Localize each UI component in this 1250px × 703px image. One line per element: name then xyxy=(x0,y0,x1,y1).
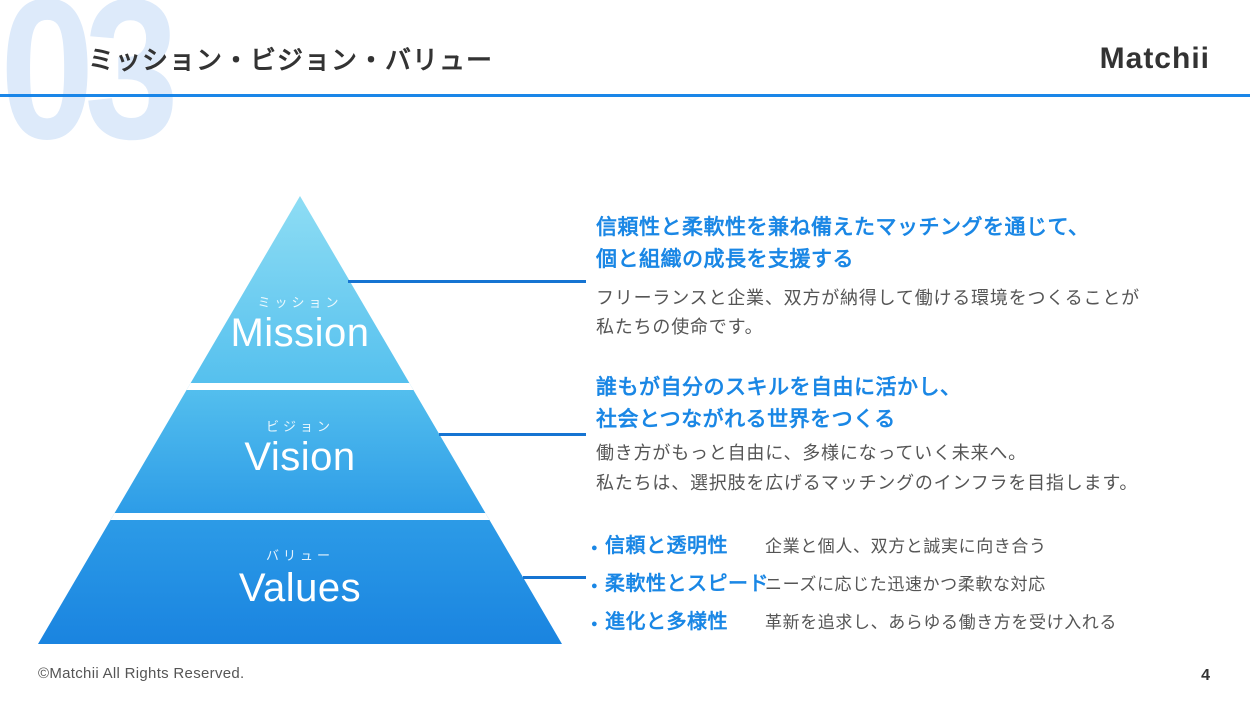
mission-headline: 信頼性と柔軟性を兼ね備えたマッチングを通じて、 個と組織の成長を支援する xyxy=(596,212,1089,276)
value-item-3: ● 進化と多様性 革新を追求し、あらゆる働き方を受け入れる xyxy=(591,605,1117,643)
pyramid-mission-label-ja: ミッション xyxy=(257,295,343,310)
pyramid-values-label-ja: バリュー xyxy=(265,548,334,563)
vision-headline-line1: 誰もが自分のスキルを自由に活かし、 xyxy=(596,376,962,399)
value-term: 進化と多様性 xyxy=(605,611,728,633)
values-connector-line xyxy=(523,576,586,579)
header-rule xyxy=(0,94,1250,97)
mission-body-line1: フリーランスと企業、双方が納得して働ける環境をつくることが xyxy=(596,288,1140,308)
mission-headline-line1: 信頼性と柔軟性を兼ね備えたマッチングを通じて、 xyxy=(596,216,1090,239)
pyramid-vision-label-en: Vision xyxy=(244,435,356,479)
mission-headline-line2: 個と組織の成長を支援する xyxy=(596,248,854,271)
matchii-logo: Matchii xyxy=(1099,42,1210,75)
section-number-watermark: 03 xyxy=(0,0,179,181)
page-title: ミッション・ビジョン・バリュー xyxy=(88,45,494,75)
value-term: 柔軟性とスピード xyxy=(605,573,769,595)
vision-body: 働き方がもっと自由に、多様になっていく未来へ。 私たちは、選択肢を広げるマッチン… xyxy=(596,438,1138,498)
bullet-icon: ● xyxy=(591,618,598,630)
value-description: 革新を追求し、あらゆる働き方を受け入れる xyxy=(765,613,1117,632)
copyright-text: ©Matchii All Rights Reserved. xyxy=(38,665,245,682)
pyramid-vision-label-ja: ビジョン xyxy=(265,419,334,434)
value-description: 企業と個人、双方と誠実に向き合う xyxy=(765,537,1047,556)
bullet-icon: ● xyxy=(591,542,598,554)
mission-connector-line xyxy=(348,280,586,283)
value-item-1: ● 信頼と透明性 企業と個人、双方と誠実に向き合う xyxy=(591,529,1117,567)
vision-body-line1: 働き方がもっと自由に、多様になっていく未来へ。 xyxy=(596,443,1027,463)
pyramid-values-label-en: Values xyxy=(238,566,362,610)
vision-headline: 誰もが自分のスキルを自由に活かし、 社会とつながれる世界をつくる xyxy=(596,372,962,436)
bullet-icon: ● xyxy=(591,580,598,592)
mission-body: フリーランスと企業、双方が納得して働ける環境をつくることが 私たちの使命です。 xyxy=(596,284,1140,342)
value-description: ニーズに応じた迅速かつ柔軟な対応 xyxy=(765,575,1046,594)
page-number: 4 xyxy=(1201,667,1210,684)
value-item-2: ● 柔軟性とスピード ニーズに応じた迅速かつ柔軟な対応 xyxy=(591,567,1117,605)
mission-body-line2: 私たちの使命です。 xyxy=(596,317,764,337)
pyramid-divider-1 xyxy=(38,383,562,390)
pyramid-mission-label-en: Mission xyxy=(230,311,370,355)
vision-body-line2: 私たちは、選択肢を広げるマッチングのインフラを目指します。 xyxy=(596,473,1139,493)
value-term: 信頼と透明性 xyxy=(605,535,728,557)
pyramid-divider-2 xyxy=(38,513,562,520)
vision-headline-line2: 社会とつながれる世界をつくる xyxy=(596,408,896,431)
values-list: ● 信頼と透明性 企業と個人、双方と誠実に向き合う ● 柔軟性とスピード ニーズ… xyxy=(591,529,1117,643)
vision-connector-line xyxy=(439,433,586,436)
pyramid-diagram: ミッション Mission ビジョン Vision バリュー Values xyxy=(38,196,562,644)
